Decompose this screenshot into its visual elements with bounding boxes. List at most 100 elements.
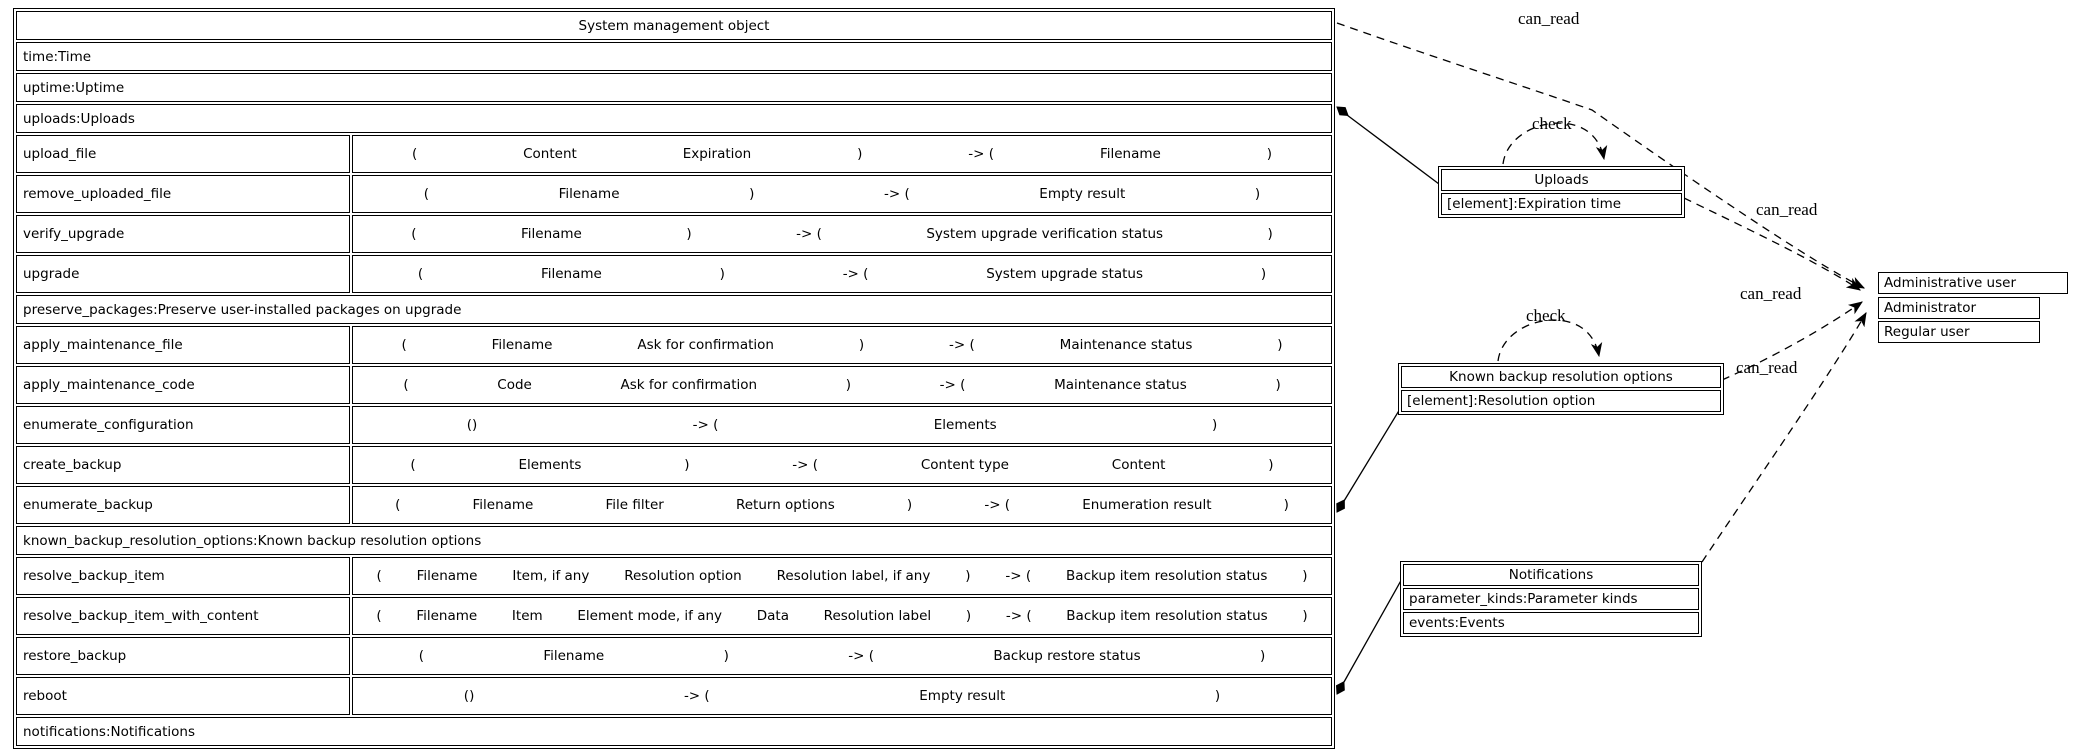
signature-cell: (Filename)-> (Empty result) [352, 175, 1332, 213]
signature-token: ( [418, 648, 424, 664]
method-name-cell: remove_uploaded_file [16, 175, 350, 213]
method-name-cell: create_backup [16, 446, 350, 484]
signature-token: ) [1277, 337, 1283, 353]
signature-cell: () -> ( Elements) [352, 406, 1332, 444]
edge-label-can-read: can_read [1756, 200, 1818, 219]
signature-token: ) [749, 186, 755, 202]
signature-token: Elements [933, 417, 997, 433]
signature-token: ) [1302, 608, 1308, 624]
signature-token: Elements [518, 457, 582, 473]
signature-token: Return options [735, 497, 835, 513]
field-row: notifications:Notifications [16, 717, 1332, 746]
signature-token: -> ( [1005, 568, 1032, 584]
signature-token: ) [858, 337, 865, 353]
signature-token: Ask for confirmation [637, 337, 774, 353]
signature-token: ) [1212, 417, 1218, 433]
signature-cell: (Filename)-> (System upgrade verificatio… [352, 215, 1332, 253]
signature-cell: (Filename)-> (System upgrade status) [352, 255, 1332, 293]
method-row: verify_upgrade(Filename)-> (System upgra… [16, 215, 1332, 253]
signature-token: -> ( [792, 457, 819, 473]
signature-token: ( [411, 226, 417, 242]
signature-token: ) [1260, 648, 1266, 664]
signature-token: Resolution option [624, 568, 742, 584]
signature-token: Code [497, 377, 532, 393]
known-backup-resolution-options-box: Known backup resolution options [element… [1398, 363, 1724, 415]
method-name-cell: resolve_backup_item [16, 557, 350, 595]
method-name-cell: upgrade [16, 255, 350, 293]
box-row: Administrator [1878, 297, 2040, 319]
signature-token: ) [1254, 186, 1261, 202]
signature-token: () [466, 417, 478, 433]
signature-token: ( [417, 266, 424, 282]
notifications-box-title: Notifications [1403, 564, 1699, 586]
signature-token: ) [845, 377, 851, 393]
edge-can-read-notifications-to-admin [1701, 312, 1867, 563]
signature-token: ) [1266, 146, 1272, 162]
field-cell: known_backup_resolution_options:Known ba… [16, 526, 1332, 555]
field-cell: preserve_packages:Preserve user-installe… [16, 295, 1332, 324]
signature-token: ) [686, 226, 692, 242]
signature-token: ( [403, 377, 409, 393]
edge-label-can-read: can_read [1518, 9, 1580, 28]
signature-token: ) [965, 608, 972, 624]
field-row: preserve_packages:Preserve user-installe… [16, 295, 1332, 324]
signature-token: Filename [416, 608, 478, 624]
signature-token: Filename [558, 186, 620, 202]
signature-token: Ask for confirmation [620, 377, 758, 393]
signature-token: ( [376, 608, 382, 624]
signature-token: ) [1267, 226, 1273, 242]
signature-token: Enumeration result [1082, 497, 1212, 513]
signature-token: Content type [920, 457, 1009, 473]
method-row: restore_backup(Filename)-> (Backup resto… [16, 637, 1332, 675]
composition-diamond-notifications [1335, 680, 1345, 695]
edge-label-can-read: can_read [1740, 284, 1802, 303]
box-row: Regular user [1878, 321, 2040, 343]
signature-token: Empty result [1039, 186, 1126, 202]
signature-cell: ()-> (Empty result) [352, 677, 1332, 715]
composition-diamond-uploads [1336, 106, 1349, 116]
method-row: remove_uploaded_file(Filename)-> (Empty … [16, 175, 1332, 213]
method-row: reboot()-> (Empty result) [16, 677, 1332, 715]
uploads-box: Uploads [element]:Expiration time [1438, 166, 1685, 218]
field-row: uploads:Uploads [16, 104, 1332, 133]
signature-token: -> ( [968, 146, 995, 162]
signature-token: ( [376, 568, 382, 584]
uploads-box-rows: [element]:Expiration time [1441, 193, 1682, 215]
signature-token: ) [906, 497, 913, 513]
method-name-cell: restore_backup [16, 637, 350, 675]
field-cell: notifications:Notifications [16, 717, 1332, 746]
box-row: parameter_kinds:Parameter kinds [1403, 588, 1699, 610]
field-row: uptime:Uptime [16, 73, 1332, 102]
signature-token: -> ( [1005, 608, 1032, 624]
box-row: [element]:Expiration time [1441, 193, 1682, 215]
uploads-box-title: Uploads [1441, 169, 1682, 191]
signature-token: -> ( [692, 417, 719, 433]
signature-token: ( [410, 457, 416, 473]
field-row: known_backup_resolution_options:Known ba… [16, 526, 1332, 555]
method-name-cell: upload_file [16, 135, 350, 173]
signature-token: System upgrade verification status [926, 226, 1164, 242]
edge-label-check: check [1532, 114, 1572, 133]
signature-token: ) [1214, 688, 1221, 704]
signature-token: () [463, 688, 475, 704]
signature-token: Filename [472, 497, 534, 513]
method-name-cell: enumerate_backup [16, 486, 350, 524]
field-cell: uptime:Uptime [16, 73, 1332, 102]
field-cell: time:Time [16, 42, 1332, 71]
edge-label-check: check [1526, 306, 1566, 325]
method-row: enumerate_configuration()-> (Elements) [16, 406, 1332, 444]
signature-token: Backup restore status [993, 648, 1141, 664]
signature-token: ) [723, 648, 729, 664]
administrative-user-box-title: Administrative user [1878, 272, 2068, 294]
method-name-cell: reboot [16, 677, 350, 715]
signature-token: Filename [491, 337, 553, 353]
